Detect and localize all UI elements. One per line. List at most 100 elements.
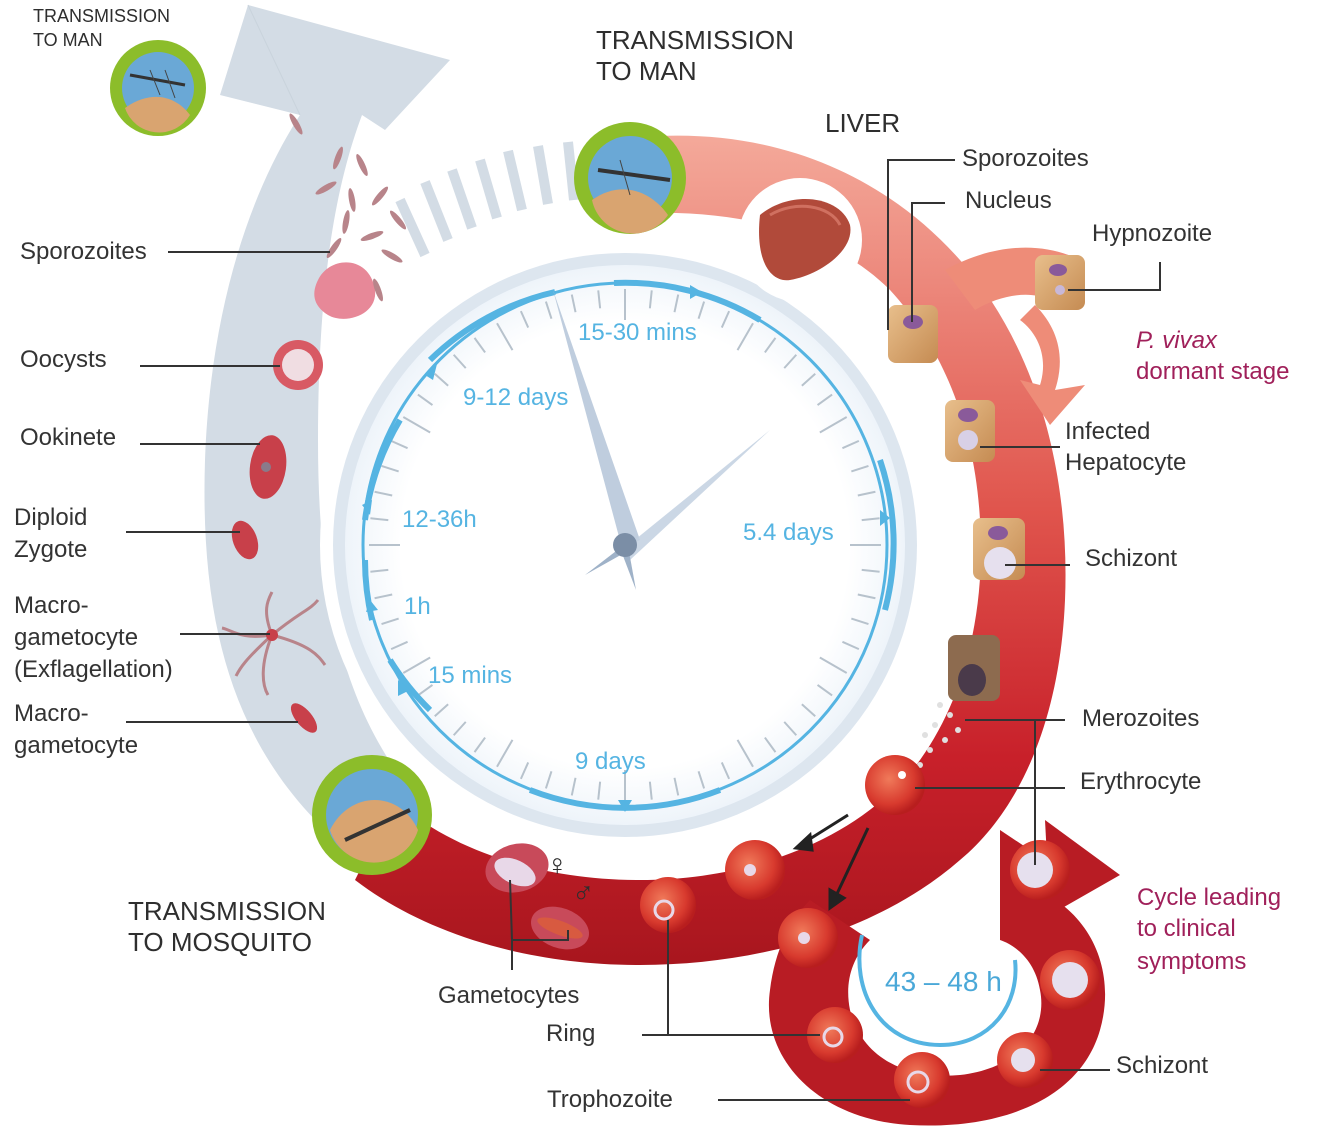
- label-infected: Infected: [1065, 418, 1151, 445]
- label-cycle-1: Cycle leading: [1137, 884, 1282, 911]
- clock-tick: [519, 310, 530, 328]
- clock-tick: [801, 703, 816, 718]
- clock-tick: [370, 517, 389, 522]
- clock-tick: [473, 337, 486, 354]
- label-hypnozoite: Hypnozoite: [1092, 220, 1213, 247]
- clock-tick: [570, 294, 577, 313]
- clock-tick: [381, 617, 399, 626]
- label-trophozoite: Trophozoite: [547, 1086, 673, 1113]
- label-ring: Ring: [546, 1020, 596, 1047]
- clock-tick: [544, 771, 553, 789]
- clock-tick: [819, 656, 848, 674]
- clock-tick: [544, 301, 553, 319]
- clock-label-15-30-mins: 15-30 mins: [578, 319, 697, 346]
- clock-tick: [736, 322, 754, 351]
- erythrocytes: [640, 755, 1100, 1108]
- transition-hatch: [395, 141, 579, 258]
- merozoites: [917, 702, 961, 768]
- clock-label-9-days: 9 days: [575, 748, 646, 775]
- clock-label-12-36h: 12-36h: [402, 506, 477, 533]
- clock-tick: [842, 640, 860, 651]
- clock-tick: [374, 490, 393, 497]
- clock-tick: [861, 568, 880, 573]
- clock-tick: [857, 490, 876, 497]
- clock-tick: [452, 721, 467, 736]
- clock-tick: [857, 593, 876, 600]
- label-diploid: Diploid: [14, 504, 88, 531]
- liver-organ: [738, 178, 862, 302]
- clock-label-9-12-days: 9-12 days: [463, 384, 569, 411]
- mosquito-medallion-top-left: [110, 40, 206, 136]
- clock-label-15-mins: 15 mins: [428, 662, 513, 689]
- clock-tick: [473, 736, 486, 753]
- blood-stage-arrows: [792, 813, 870, 911]
- clock-tick: [819, 416, 848, 434]
- transmission-to-man-line1: TRANSMISSION: [596, 25, 794, 55]
- label-p-vivax: P. vivax: [1136, 327, 1217, 354]
- clock-tick: [417, 684, 434, 697]
- clock-tick: [673, 294, 680, 313]
- label-cycle-3: symptoms: [1137, 948, 1247, 975]
- clock-tick: [597, 781, 602, 800]
- clock-tick: [519, 762, 530, 780]
- clock-tick: [801, 372, 816, 387]
- mosquito-phase-arrow: [204, 4, 450, 860]
- clock-tick: [816, 684, 833, 697]
- label-schizont-blood: Schizont: [1116, 1052, 1209, 1079]
- clock-tick: [417, 393, 434, 406]
- clock-tick: [697, 301, 706, 319]
- label-nucleus: Nucleus: [965, 187, 1052, 214]
- transmission-to-man-top-left-line1: TRANSMISSION: [33, 6, 171, 26]
- label-merozoites: Merozoites: [1082, 705, 1200, 732]
- mosquito-medallion-blood: [312, 755, 432, 875]
- label-macro-1: Macro-: [14, 700, 89, 727]
- label-cycle-2: to clinical: [1137, 915, 1236, 942]
- label-gametocytes: Gametocytes: [438, 982, 580, 1009]
- label-hepatocyte: Hepatocyte: [1065, 449, 1187, 476]
- clock-tick: [452, 354, 467, 369]
- clock-tick: [390, 439, 408, 450]
- gametocytes-cells: [485, 843, 590, 950]
- label-macro-2: gametocyte: [14, 732, 139, 759]
- clock-tick: [496, 322, 514, 351]
- clock-tick: [816, 393, 833, 406]
- label-macro-exflag-2: gametocyte: [14, 624, 139, 651]
- transmission-to-man-line2: TO MAN: [596, 56, 697, 86]
- clock-tick: [783, 721, 798, 736]
- clock-tick: [434, 372, 449, 387]
- transmission-to-man-top-left-line2: TO MAN: [33, 30, 103, 50]
- clock-tick: [648, 781, 653, 800]
- cycle-duration-label: 43 – 48 h: [885, 966, 1002, 997]
- clock-tick: [764, 736, 777, 753]
- clock-tick: [851, 617, 869, 626]
- clock-tick: [842, 439, 860, 450]
- clock-tick: [434, 703, 449, 718]
- clock-tick: [381, 464, 399, 473]
- label-sporozoites-liver: Sporozoites: [962, 145, 1089, 172]
- clock-tick: [720, 310, 731, 328]
- clock-tick: [496, 739, 514, 768]
- label-macro-exflag-3: (Exflagellation): [14, 656, 173, 683]
- clock-tick: [370, 568, 389, 573]
- transmission-to-mosquito-line1: TRANSMISSION: [128, 896, 326, 926]
- clock-tick: [861, 517, 880, 522]
- clock-label-1h: 1h: [404, 593, 431, 620]
- clock-tick: [648, 290, 653, 309]
- clock-tick: [374, 593, 393, 600]
- transmission-to-mosquito-line2: TO MOSQUITO: [128, 927, 312, 957]
- clock-tick: [783, 354, 798, 369]
- clock-tick: [402, 656, 431, 674]
- clock-tick: [597, 290, 602, 309]
- male-symbol: ♂: [572, 877, 595, 910]
- clock-tick: [697, 771, 706, 789]
- label-schizont-liver: Schizont: [1085, 545, 1178, 572]
- label-macro-exflag-1: Macro-: [14, 592, 89, 619]
- clock-tick: [720, 762, 731, 780]
- clock-tick: [673, 777, 680, 796]
- label-dormant-stage: dormant stage: [1136, 358, 1290, 385]
- liver-title: LIVER: [825, 108, 901, 138]
- clock-label-5-4-days: 5.4 days: [743, 519, 834, 546]
- leader-lines: [126, 159, 1161, 1101]
